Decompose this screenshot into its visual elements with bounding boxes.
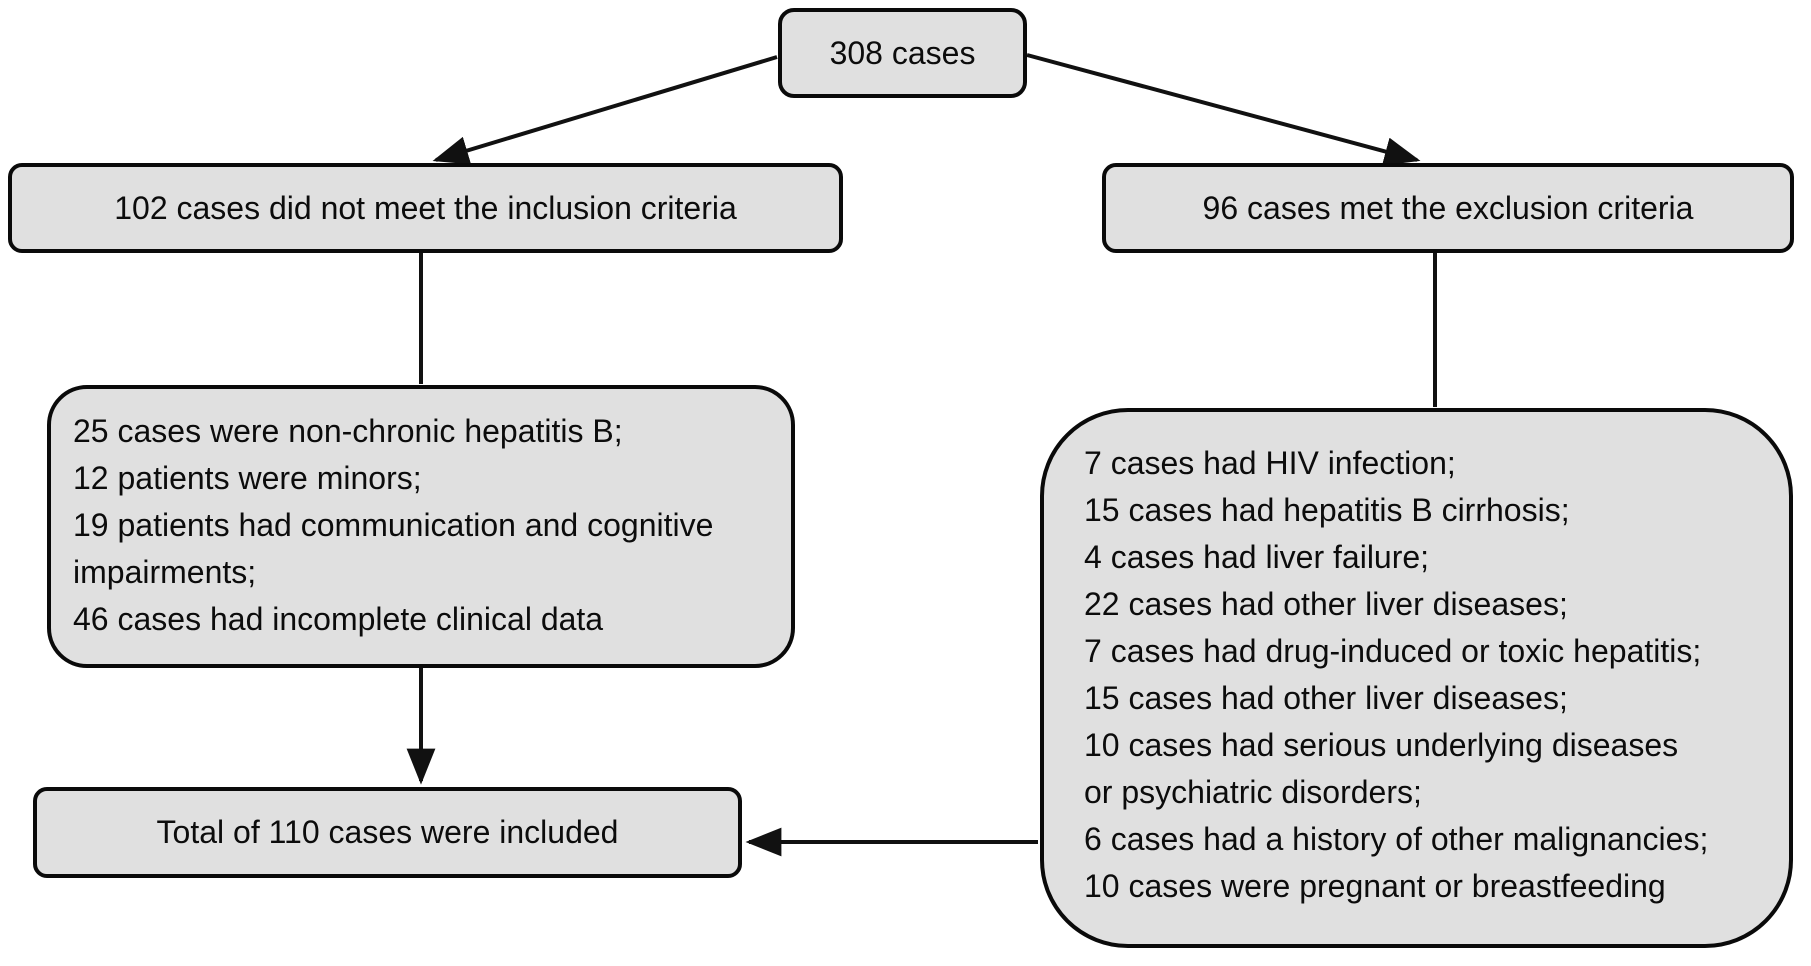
node-total-cases: 308 cases [778,8,1027,98]
exclusion-reason-line: 22 cases had other liver diseases; [1084,586,1568,622]
exclusion-reason-line: 10 cases were pregnant or breastfeeding [1084,868,1666,904]
exclusion-reason-line: 4 cases had liver failure; [1084,539,1430,575]
exclusion-reason-line: 15 cases had other liver diseases; [1084,680,1568,716]
inclusion-reason-line: impairments; [73,554,257,590]
inclusion-reason-line: 25 cases were non-chronic hepatitis B; [73,413,623,449]
node-inclusion-failure-reasons: 25 cases were non-chronic hepatitis B; 1… [47,385,795,668]
node-exclusion-reasons: 7 cases had HIV infection; 15 cases had … [1040,408,1793,948]
node-included-total: Total of 110 cases were included [33,787,742,878]
inclusion-reason-line: 46 cases had incomplete clinical data [73,601,604,637]
inclusion-reason-line: 12 patients were minors; [73,460,422,496]
node-met-exclusion-criteria: 96 cases met the exclusion criteria [1102,163,1794,253]
exclusion-reason-line: 15 cases had hepatitis B cirrhosis; [1084,492,1570,528]
exclusion-reason-line: or psychiatric disorders; [1084,774,1422,810]
inclusion-reason-line: 19 patients had communication and cognit… [73,507,714,543]
exclusion-reason-line: 6 cases had a history of other malignanc… [1084,821,1709,857]
arrow-total-to-exclusion [1026,53,1421,166]
arrow-total-to-inclusion [432,55,778,165]
node-not-meet-inclusion-criteria: 102 cases did not meet the inclusion cri… [8,163,843,253]
exclusion-reason-line: 7 cases had HIV infection; [1084,445,1456,481]
exclusion-reason-line: 7 cases had drug-induced or toxic hepati… [1084,633,1702,669]
exclusion-reason-line: 10 cases had serious underlying diseases [1084,727,1679,763]
